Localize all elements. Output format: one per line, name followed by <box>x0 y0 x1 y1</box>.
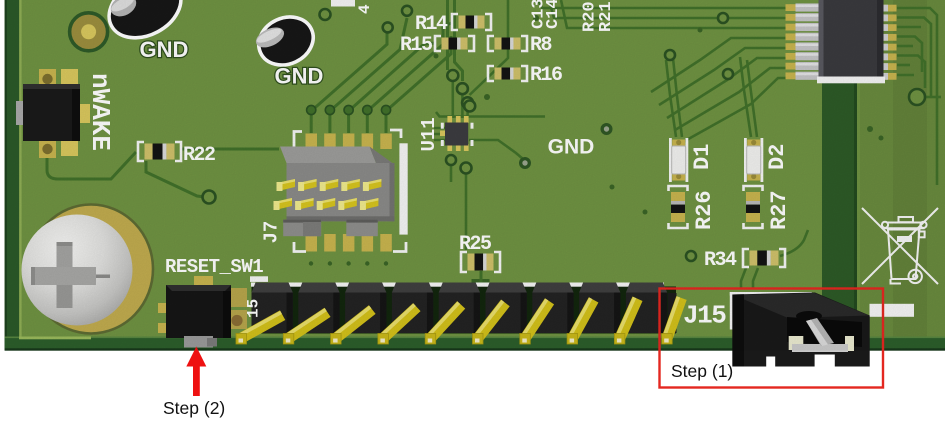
svg-text:Step (2): Step (2) <box>163 398 225 418</box>
svg-text:Step (1): Step (1) <box>671 361 733 381</box>
